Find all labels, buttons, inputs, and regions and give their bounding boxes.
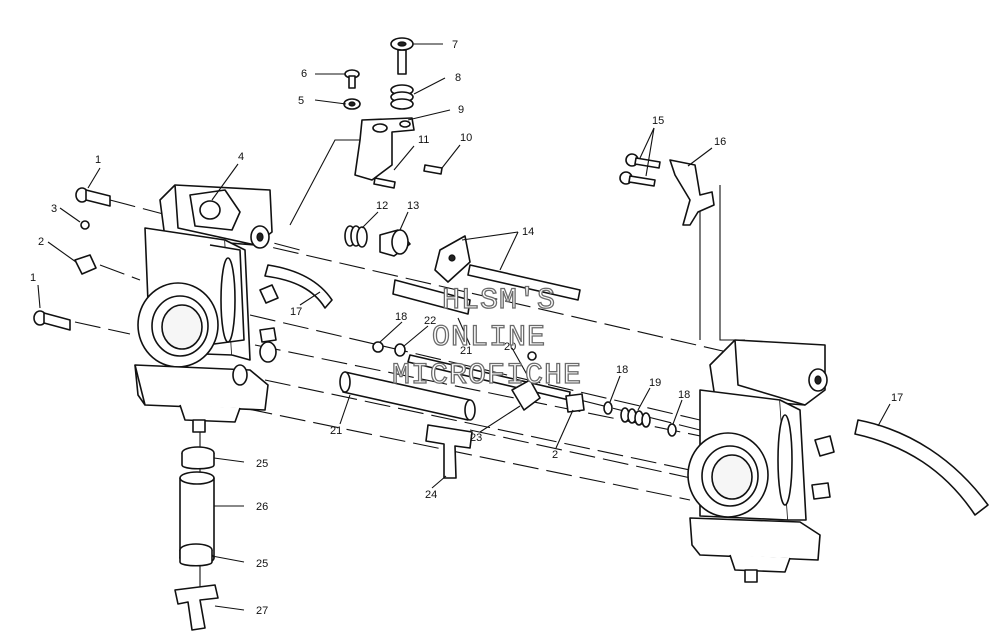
callout-labels: 1 3 2 1 4 5 6 7 8 9 10 11 12 13 14 15 16… [30,39,903,617]
callout-17-left: 17 [290,306,302,318]
watermark: HLSM'S ONLINE MICROFICHE [391,283,582,393]
callout-2-left: 2 [38,236,44,248]
drain-hose-assembly [174,446,219,631]
callout-20: 20 [504,341,516,353]
callout-21-upper: 21 [460,345,472,357]
carburetor-left [134,184,279,433]
callout-25-bottom: 25 [256,558,268,570]
callout-9: 9 [458,104,464,116]
callout-11: 11 [418,134,429,146]
callout-1-top: 1 [95,154,101,166]
callout-17-right: 17 [891,392,903,404]
shafts-and-tubes [264,264,989,516]
callout-16: 16 [714,136,726,148]
callout-1-bottom: 1 [30,272,36,284]
callout-18-right: 18 [678,389,690,401]
callout-18-left: 18 [395,311,407,323]
callout-25-top: 25 [256,458,268,470]
callout-18-middle: 18 [616,364,628,376]
callout-24: 24 [425,489,437,501]
callout-8: 8 [455,72,461,84]
watermark-line-3: MICROFICHE [392,359,582,393]
left-screws-and-clips [33,187,111,331]
throttle-spring-cap-lever [344,225,581,301]
callout-6: 6 [301,68,307,80]
callout-26: 26 [256,501,268,513]
watermark-line-2: ONLINE [432,321,546,355]
callout-27: 27 [256,605,268,617]
callout-10: 10 [460,132,472,144]
carburetor-right [687,339,835,583]
callout-4: 4 [238,151,244,163]
callout-22: 22 [424,315,436,327]
callout-5: 5 [298,95,304,107]
callout-3: 3 [51,203,57,215]
callout-14: 14 [522,226,534,238]
leader-lines [37,43,891,611]
throttle-bracket [343,37,443,189]
callout-12: 12 [376,200,388,212]
assembly-axis-lines [74,139,745,590]
callout-13: 13 [407,200,419,212]
callout-2-right: 2 [552,449,558,461]
callout-7: 7 [452,39,458,51]
callout-21-lower: 21 [330,425,342,437]
watermark-line-1: HLSM'S [442,284,556,318]
callout-19: 19 [649,377,661,389]
callout-23: 23 [470,432,482,444]
choke-bracket [619,153,715,226]
callout-15: 15 [652,115,664,127]
